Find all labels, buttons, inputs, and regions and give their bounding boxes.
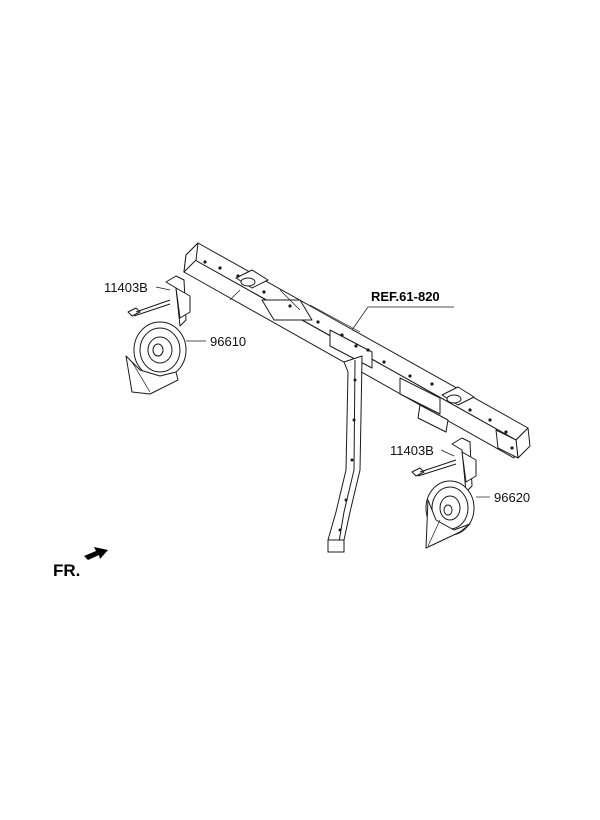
front-arrow-icon bbox=[84, 547, 108, 560]
front-direction-indicator: FR. bbox=[53, 547, 108, 580]
horn-right-assembly bbox=[411, 437, 477, 549]
front-label: FR. bbox=[53, 561, 80, 580]
center-stay bbox=[327, 355, 363, 553]
horn-left-assembly bbox=[125, 275, 191, 395]
bolt-right bbox=[411, 459, 457, 477]
horn-left-label: 96610 bbox=[210, 334, 246, 349]
bolt-right-label: 11403B bbox=[390, 443, 434, 458]
leader-lines bbox=[155, 286, 490, 498]
carrier-beam bbox=[183, 242, 531, 459]
bolt-left-label: 11403B bbox=[104, 280, 148, 295]
ref-label: REF.61-820 bbox=[371, 289, 440, 304]
bolt-left bbox=[127, 299, 171, 317]
horn-right-label: 96620 bbox=[494, 490, 530, 505]
